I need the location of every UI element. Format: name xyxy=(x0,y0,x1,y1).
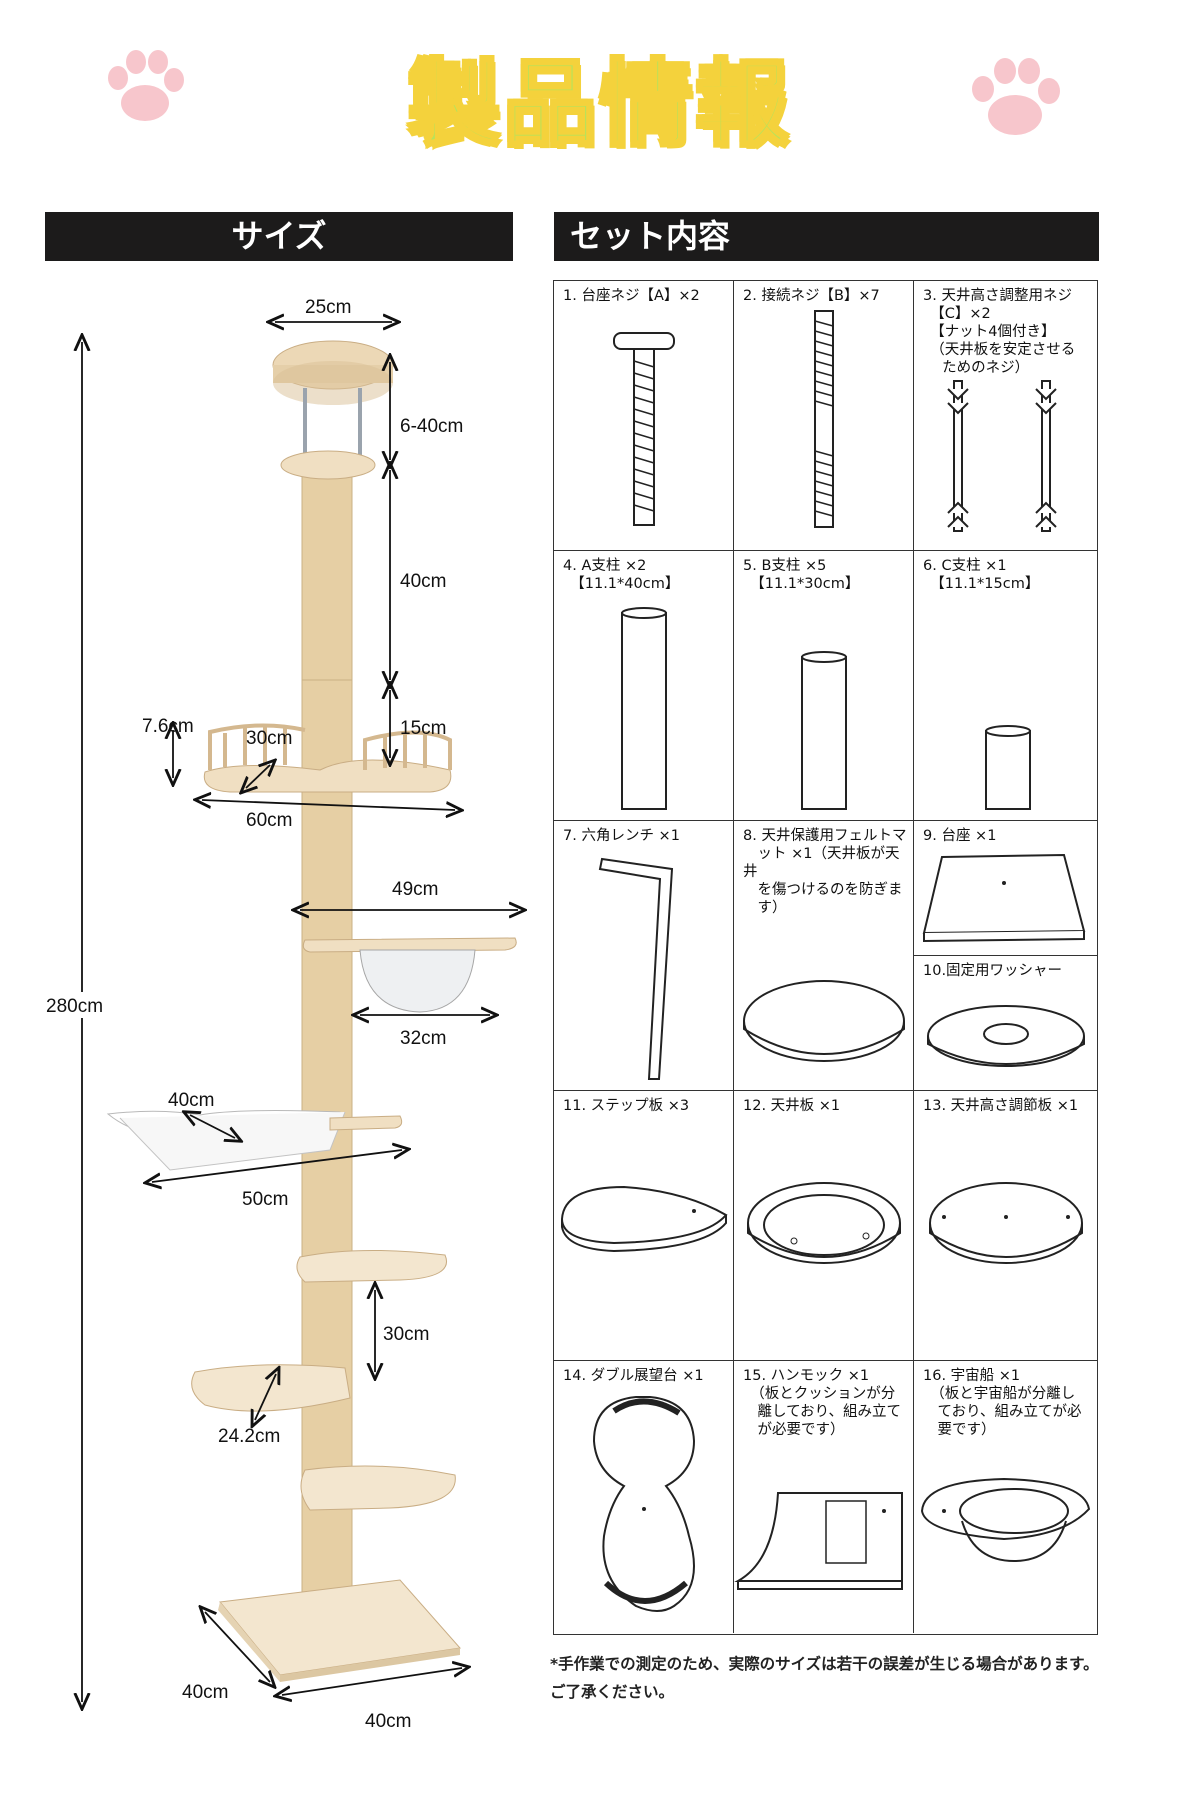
dim-post-a: 40cm xyxy=(400,571,446,592)
part-label: 16. 宇宙船 ×1 （板と宇宙船が分離し ており、組み立てが必 要です） xyxy=(923,1368,1082,1438)
measurement-note: *手作業での測定のため、実際のサイズは若干の誤差が生じる場合があります。 xyxy=(550,1655,1099,1673)
part-label: 9. 台座 ×1 xyxy=(923,828,997,844)
part-label: 5. B支柱 ×5 【11.1*30cm】 xyxy=(743,558,860,592)
dim-post-c: 15cm xyxy=(400,718,446,739)
part-label: 7. 六角レンチ ×1 xyxy=(563,828,680,844)
ceiling-board-icon xyxy=(747,1182,901,1264)
part-label: 14. ダブル展望台 ×1 xyxy=(563,1368,704,1384)
dim-total-height: 280cm xyxy=(46,996,103,1017)
medium-post-icon xyxy=(801,651,847,810)
bolt-icon xyxy=(613,332,675,526)
dim-hammock-width: 50cm xyxy=(242,1189,288,1210)
base-board-icon xyxy=(922,853,1086,943)
part-cell: 2. 接続ネジ【B】×7 xyxy=(734,281,914,551)
dim-hammock-depth: 40cm xyxy=(168,1090,214,1111)
dim-double-depth: 30cm xyxy=(246,728,292,749)
paw-icon xyxy=(972,58,1060,135)
paw-icon xyxy=(108,50,184,121)
part-label: 11. ステップ板 ×3 xyxy=(563,1098,690,1114)
part-label: 15. ハンモック ×1 （板とクッションが分 離しており、組み立て が必要です… xyxy=(743,1368,902,1438)
adjust-screw-icon xyxy=(947,380,1057,532)
felt-mat-icon xyxy=(743,980,905,1062)
part-cell: 9. 台座 ×1 xyxy=(914,821,1097,956)
dim-double-width: 60cm xyxy=(246,810,292,831)
part-label: 6. C支柱 ×1 【11.1*15cm】 xyxy=(923,558,1040,592)
dim-spaceship-width: 49cm xyxy=(392,879,438,900)
dim-base-depth: 40cm xyxy=(182,1682,228,1703)
part-cell: 13. 天井高さ調節板 ×1 xyxy=(914,1091,1097,1361)
measurement-note-end: ご了承ください。 xyxy=(550,1683,675,1701)
dim-adjust-range: 6-40cm xyxy=(400,416,463,437)
part-label: 3. 天井高さ調整用ネジ 【C】×2 【ナット4個付き】 （天井板を安定させる … xyxy=(923,288,1076,376)
cat-tower-diagram: 25cm 6-40cm 40cm 15cm 7.6cm 30cm 60cm 49… xyxy=(45,297,550,1732)
part-cell: 4. A支柱 ×2 【11.1*40cm】 xyxy=(554,551,734,821)
part-label: 1. 台座ネジ【A】×2 xyxy=(563,288,700,304)
part-label: 2. 接続ネジ【B】×7 xyxy=(743,288,880,304)
dim-top-width: 25cm xyxy=(305,297,351,318)
part-cell: 11. ステップ板 ×3 xyxy=(554,1091,734,1361)
part-cell: 5. B支柱 ×5 【11.1*30cm】 xyxy=(734,551,914,821)
dim-step-depth: 24.2cm xyxy=(218,1426,280,1447)
tall-post-icon xyxy=(621,607,667,810)
size-section-header: サイズ xyxy=(45,212,513,261)
adjust-board-icon xyxy=(929,1182,1083,1264)
part-label: 8. 天井保護用フェルトマ ット ×1（天井板が天井 を傷つけるのを防ぎま す） xyxy=(743,828,907,916)
set-section-header: セット内容 xyxy=(554,212,1099,261)
spaceship-icon xyxy=(920,1477,1091,1563)
dim-rail-height: 7.6cm xyxy=(142,716,194,737)
part-cell: 8. 天井保護用フェルトマ ット ×1（天井板が天井 を傷つけるのを防ぎま す） xyxy=(734,821,914,1091)
part-cell: 6. C支柱 ×1 【11.1*15cm】 xyxy=(914,551,1097,821)
part-cell: 15. ハンモック ×1 （板とクッションが分 離しており、組み立て が必要です… xyxy=(734,1361,914,1633)
part-cell: 16. 宇宙船 ×1 （板と宇宙船が分離し ており、組み立てが必 要です） xyxy=(914,1361,1097,1633)
dim-step-gap: 30cm xyxy=(383,1324,429,1345)
hammock-icon xyxy=(734,1492,903,1590)
part-cell: 14. ダブル展望台 ×1 xyxy=(554,1361,734,1633)
threaded-rod-icon xyxy=(814,310,834,528)
parts-grid: 1. 台座ネジ【A】×2 2. 接続ネジ【B】×7 xyxy=(553,280,1098,1635)
part-label: 4. A支柱 ×2 【11.1*40cm】 xyxy=(563,558,680,592)
part-label: 10.固定用ワッシャー xyxy=(923,963,1063,979)
hex-wrench-icon xyxy=(598,857,674,1080)
part-cell: 3. 天井高さ調整用ネジ 【C】×2 【ナット4個付き】 （天井板を安定させる … xyxy=(914,281,1097,551)
washer-icon xyxy=(927,1005,1085,1067)
step-board-icon xyxy=(560,1185,728,1253)
page-title: 製品情報 xyxy=(406,50,792,160)
part-cell: 7. 六角レンチ ×1 xyxy=(554,821,734,1091)
part-cell: 10.固定用ワッシャー xyxy=(914,956,1097,1091)
short-post-icon xyxy=(985,725,1031,810)
dim-base-width: 40cm xyxy=(365,1711,411,1732)
dim-bowl-width: 32cm xyxy=(400,1028,446,1049)
part-label: 12. 天井板 ×1 xyxy=(743,1098,841,1114)
part-cell: 12. 天井板 ×1 xyxy=(734,1091,914,1361)
part-label: 13. 天井高さ調節板 ×1 xyxy=(923,1098,1079,1114)
double-platform-icon xyxy=(592,1396,696,1612)
sisal-post xyxy=(301,459,353,1629)
part-cell: 1. 台座ネジ【A】×2 xyxy=(554,281,734,551)
